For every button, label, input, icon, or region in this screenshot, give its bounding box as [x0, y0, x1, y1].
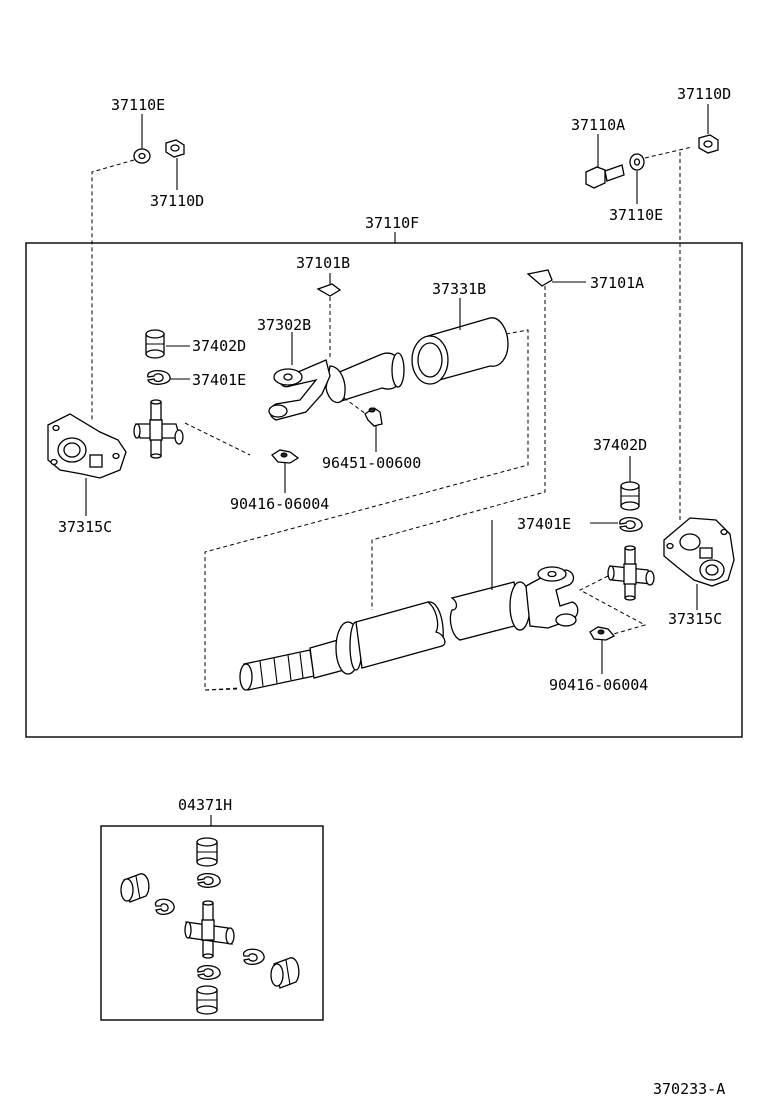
label-37110F: 37110F: [365, 214, 419, 232]
label-90416-06004-right: 90416-06004: [549, 676, 648, 694]
label-37110E-right: 37110E: [609, 206, 663, 224]
label-37101B: 37101B: [296, 254, 350, 272]
label-37315C-left: 37315C: [58, 518, 112, 536]
kit-bearing-cap-bottom: [196, 985, 218, 1015]
kit-snap-ring-right: [242, 948, 265, 966]
label-37402D-right: 37402D: [593, 436, 647, 454]
kit-spider-cross: [184, 900, 235, 959]
kit-frame: [100, 825, 324, 1021]
label-37101A: 37101A: [590, 274, 644, 292]
spider-cross-right: [607, 545, 655, 601]
clip-37101A: [526, 269, 553, 287]
kit-snap-ring-bottom: [197, 964, 221, 980]
bolt-37110A: [585, 164, 625, 189]
label-96451-00600: 96451-00600: [322, 454, 421, 472]
bearing-cap-37402D-left: [145, 329, 165, 359]
spider-cross-left: [133, 399, 184, 459]
clip-37101B: [316, 283, 342, 297]
flange-37315C-right: [663, 517, 735, 587]
snap-ring-37401E-left: [147, 369, 171, 385]
grease-fitting-90416-left: [271, 449, 300, 464]
kit-bearing-cap-left: [120, 873, 150, 903]
bearing-cap-37402D-right: [620, 481, 640, 511]
propeller-shaft: [239, 566, 579, 691]
label-37110D-left: 37110D: [150, 192, 204, 210]
kit-bearing-cap-right: [270, 957, 300, 989]
flange-37315C-left: [47, 413, 127, 479]
washer-37110E-right: [629, 153, 645, 171]
washer-37110E-top: [133, 148, 151, 164]
snap-ring-37401E-right: [619, 516, 643, 532]
label-37110E-top: 37110E: [111, 96, 165, 114]
kit-snap-ring-left: [154, 898, 175, 916]
label-37401E-left: 37401E: [192, 371, 246, 389]
slip-yoke-37302B: [268, 352, 405, 421]
label-37402D-left: 37402D: [192, 337, 246, 355]
dust-boot-37331B: [411, 317, 509, 385]
grease-fitting-90416-right: [589, 626, 616, 641]
nut-37110D-right: [698, 134, 719, 154]
label-90416-06004-left: 90416-06004: [230, 495, 329, 513]
figure-id: 370233-A: [653, 1080, 725, 1098]
kit-snap-ring-top: [197, 872, 221, 888]
label-37331B: 37331B: [432, 280, 486, 298]
label-37110D-right: 37110D: [677, 85, 731, 103]
nut-37110D-left: [165, 139, 185, 158]
label-37110A: 37110A: [571, 116, 625, 134]
label-37315C-right: 37315C: [668, 610, 722, 628]
label-37302B: 37302B: [257, 316, 311, 334]
label-37401E-right: 37401E: [517, 515, 571, 533]
assembly-frame: [25, 242, 743, 738]
kit-bearing-cap-top: [196, 837, 218, 867]
label-04371H: 04371H: [178, 796, 232, 814]
grease-fitting-96451: [364, 407, 383, 427]
